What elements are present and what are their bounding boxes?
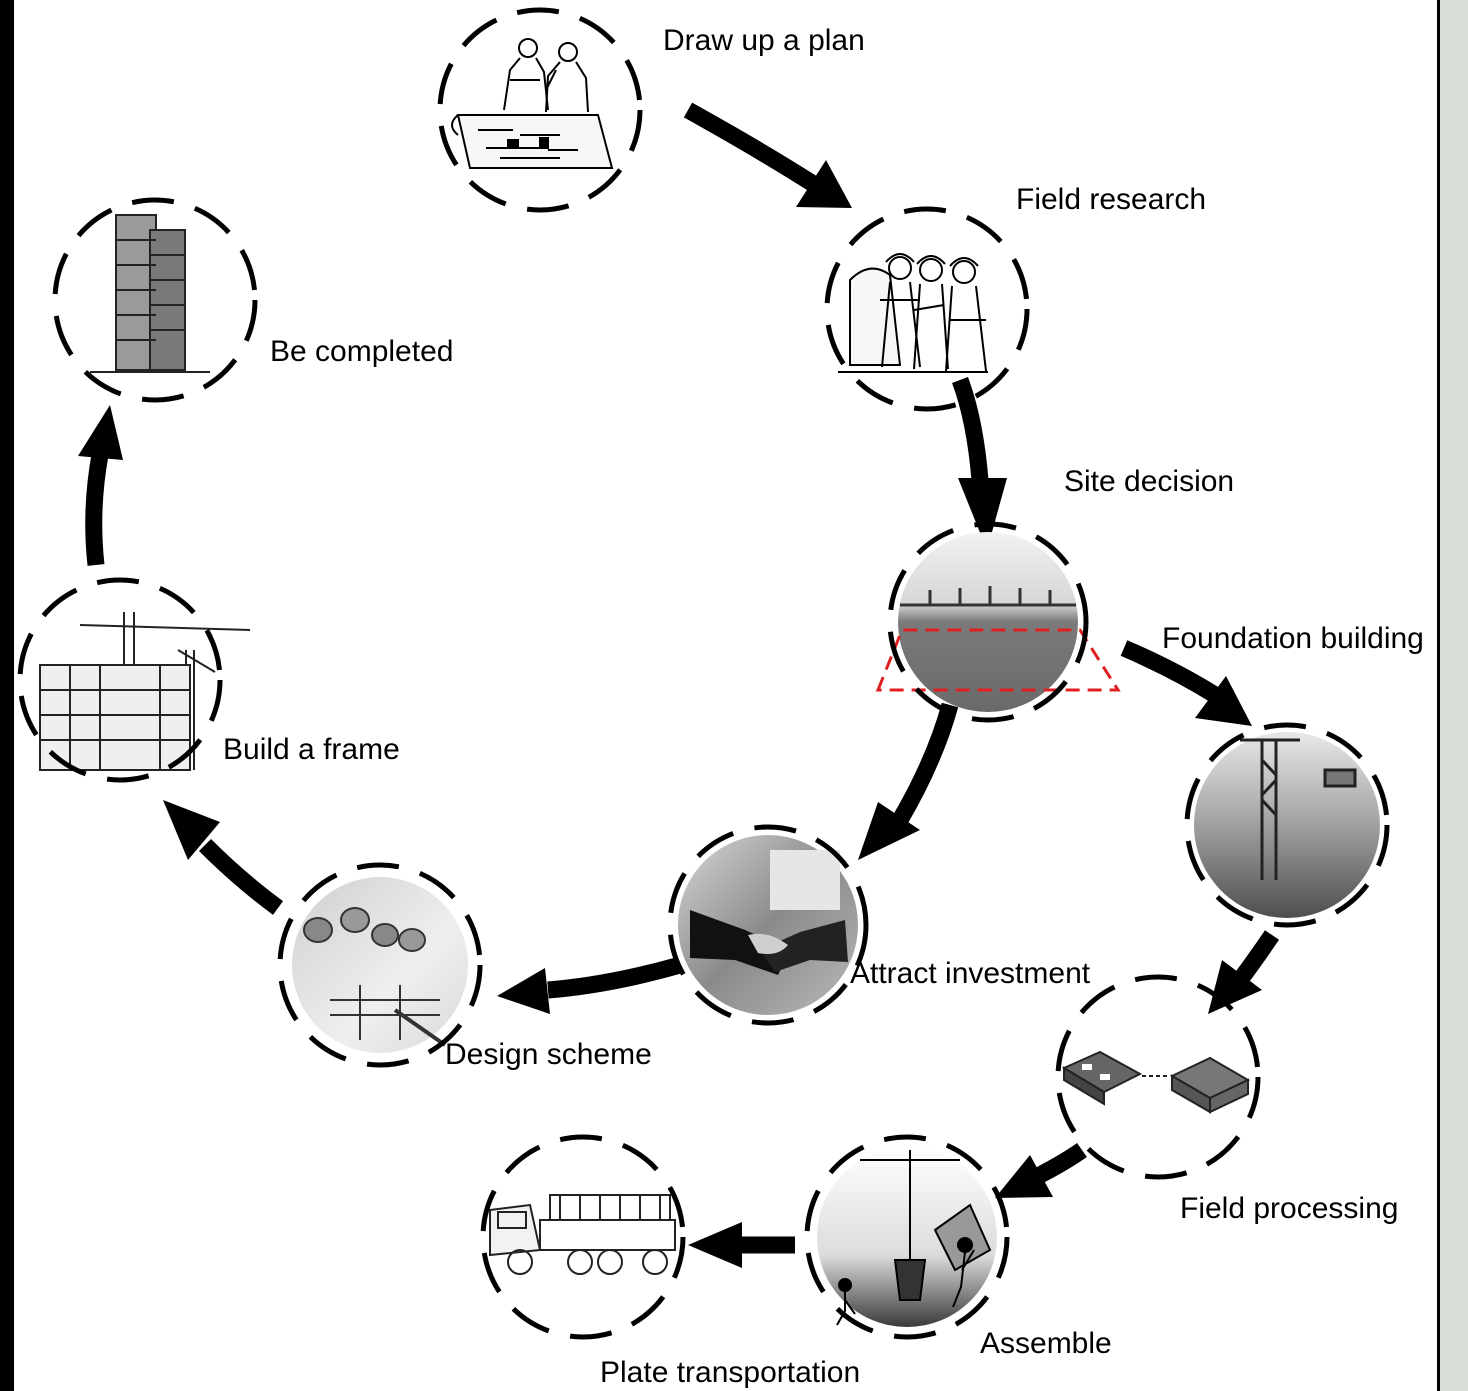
- step-attract-investment: Attract investment: [667, 824, 1091, 1026]
- arrow-design-to-frame: [163, 800, 284, 915]
- bridge-icon: [900, 586, 1076, 607]
- step-ring: [277, 862, 483, 1068]
- step-ring: [1055, 974, 1261, 1180]
- step-draw-up-a-plan: Draw up a plan: [437, 7, 865, 213]
- step-foundation-building: Foundation building: [1162, 622, 1424, 928]
- step-label: Field processing: [1180, 1192, 1398, 1225]
- blueprint-photo: [292, 877, 468, 1053]
- crane-icon: [1240, 738, 1357, 880]
- arrow-plan-to-research: [683, 102, 852, 208]
- step-be-completed: Be completed: [52, 197, 453, 403]
- step-build-a-frame: Build a frame: [17, 577, 400, 783]
- step-ring: [1184, 722, 1390, 928]
- step-assemble: Assemble: [804, 1134, 1112, 1360]
- step-site-decision: Site decision: [875, 465, 1234, 723]
- completed-tower-icon: [90, 214, 210, 373]
- step-label: Foundation building: [1162, 622, 1424, 655]
- prefab-panels-icon: [1061, 1050, 1251, 1114]
- step-label: Assemble: [980, 1327, 1112, 1360]
- step-ring: [804, 1134, 1010, 1340]
- step-label: Draw up a plan: [663, 24, 865, 57]
- step-label: Field research: [1016, 183, 1206, 216]
- step-field-research: Field research: [824, 183, 1206, 412]
- step-ring: [52, 197, 258, 403]
- step-field-processing: Field processing: [1055, 974, 1398, 1225]
- step-label: Site decision: [1064, 465, 1234, 498]
- site-outline: [875, 628, 1121, 692]
- step-label: Plate transportation: [600, 1356, 860, 1389]
- step-label: Attract investment: [850, 957, 1091, 990]
- arrow-research-to-site: [952, 377, 1007, 550]
- step-ring: [887, 521, 1089, 723]
- step-label: Build a frame: [223, 733, 400, 766]
- right-border: [1437, 0, 1440, 1391]
- step-ring: [480, 1134, 686, 1340]
- construction-photo: [1194, 732, 1380, 918]
- step-label: Be completed: [270, 335, 453, 368]
- arrow-frame-to-complete: [78, 405, 123, 566]
- flow-arrows: [78, 102, 1280, 1268]
- step-design-scheme: Design scheme: [277, 862, 652, 1071]
- site-photo: [898, 532, 1078, 712]
- arrow-site-to-foundation: [1120, 640, 1252, 726]
- right-gutter: [1437, 0, 1468, 1391]
- step-ring: [824, 206, 1030, 412]
- arrow-processing-to-assemble: [995, 1143, 1087, 1198]
- arrow-foundation-to-processing: [1208, 930, 1280, 1014]
- architects-icon: [451, 38, 614, 169]
- handshake-icon: [690, 850, 848, 975]
- workers-icon: [836, 1150, 992, 1326]
- arrow-site-to-investment: [858, 702, 959, 860]
- truck-icon: [489, 1194, 676, 1275]
- assemble-photo: [817, 1147, 997, 1327]
- step-ring: [17, 577, 223, 783]
- tower-crane-icon: [39, 612, 251, 771]
- left-border: [0, 0, 14, 1391]
- step-ring: [667, 824, 869, 1026]
- step-ring: [437, 7, 643, 213]
- step-plate-transportation: Plate transportation: [480, 1134, 860, 1389]
- arrow-assemble-to-transport: [688, 1222, 795, 1268]
- arrow-investment-to-design: [497, 956, 683, 1014]
- engineers-icon: [838, 253, 988, 373]
- step-label: Design scheme: [445, 1038, 652, 1071]
- blueprint-rolls-icon: [303, 907, 447, 1047]
